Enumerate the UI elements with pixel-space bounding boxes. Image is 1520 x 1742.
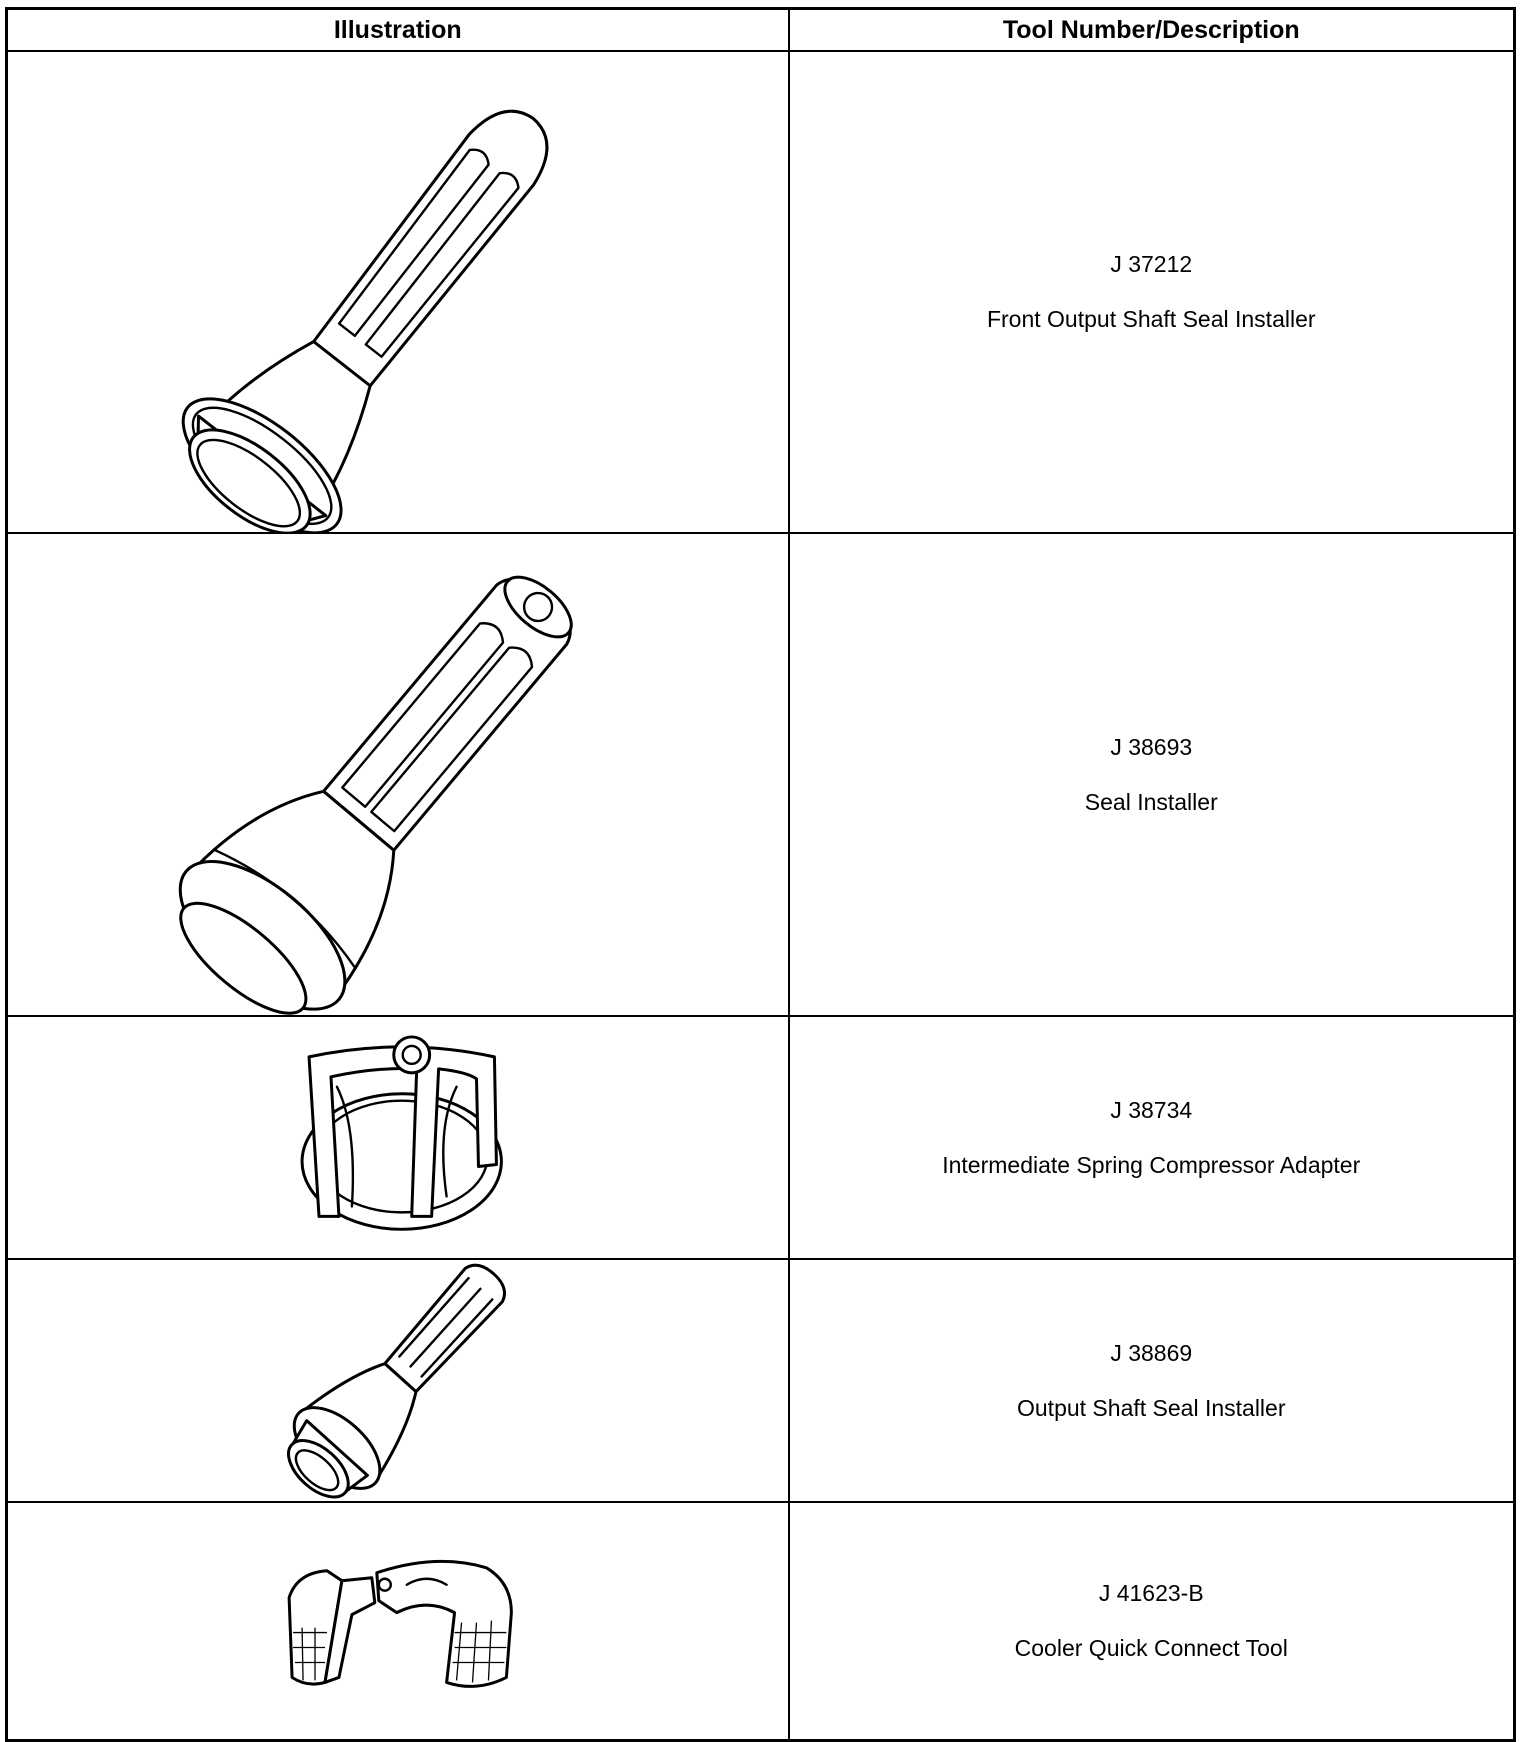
tool-number: J 41623-B	[1098, 1579, 1204, 1606]
tool-description: Cooler Quick Connect Tool	[1014, 1634, 1288, 1661]
table-row: J 38693 Seal Installer	[5, 532, 1516, 1017]
tool-info-cell: J 38734 Intermediate Spring Compressor A…	[787, 1014, 1516, 1261]
tool-description: Front Output Shaft Seal Installer	[986, 306, 1316, 333]
special-tools-table: Illustration Tool Number/Description	[5, 7, 1516, 1742]
header-illustration: Illustration	[5, 7, 790, 52]
table-row: J 37212 Front Output Shaft Seal Installe…	[5, 49, 1516, 535]
tool-number: J 37212	[1110, 251, 1193, 278]
illustration-cell	[5, 1258, 790, 1504]
table-header-row: Illustration Tool Number/Description	[5, 7, 1516, 52]
table-row: J 38869 Output Shaft Seal Installer	[5, 1258, 1516, 1504]
seal-installer-illustration	[178, 576, 573, 1015]
tool-description: Intermediate Spring Compressor Adapter	[942, 1151, 1361, 1178]
tool-description: Output Shaft Seal Installer	[1017, 1394, 1286, 1421]
tool-info-cell: J 38693 Seal Installer	[787, 532, 1516, 1017]
header-tool-number-description: Tool Number/Description	[787, 7, 1516, 52]
spring-compressor-adapter-illustration	[300, 1035, 503, 1231]
table-row: J 38734 Intermediate Spring Compressor A…	[5, 1014, 1516, 1261]
illustration-cell	[5, 532, 790, 1017]
tool-info-cell: J 41623-B Cooler Quick Connect Tool	[787, 1501, 1516, 1742]
tool-number: J 38734	[1110, 1096, 1193, 1123]
output-shaft-seal-installer-illustration	[287, 1263, 506, 1499]
tool-info-cell: J 37212 Front Output Shaft Seal Installe…	[787, 49, 1516, 535]
illustration-cell	[5, 49, 790, 535]
illustration-cell	[5, 1014, 790, 1261]
tool-info-cell: J 38869 Output Shaft Seal Installer	[787, 1258, 1516, 1504]
tool-number: J 38693	[1110, 733, 1193, 760]
cooler-quick-connect-tool-illustration	[287, 1560, 513, 1689]
tool-number: J 38869	[1110, 1339, 1193, 1366]
table-row: J 41623-B Cooler Quick Connect Tool	[5, 1501, 1516, 1742]
tool-description: Seal Installer	[1084, 788, 1218, 815]
front-output-shaft-seal-installer-illustration	[181, 109, 549, 533]
illustration-cell	[5, 1501, 790, 1742]
